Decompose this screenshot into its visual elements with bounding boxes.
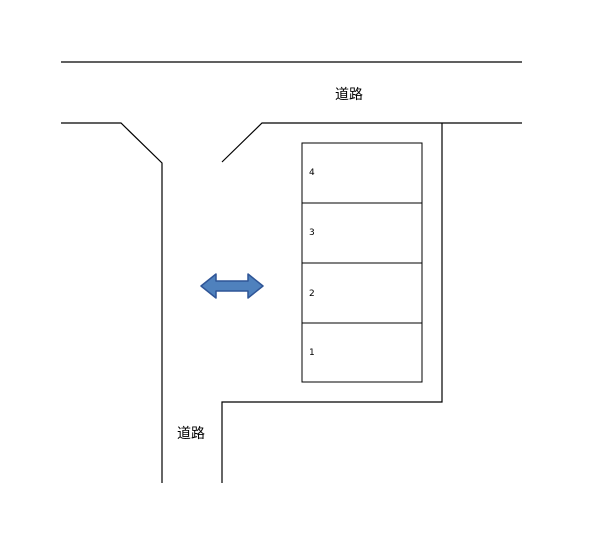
parking-slot-label: 4 [309, 168, 315, 178]
parking-slot-label: 2 [309, 289, 315, 299]
parking-slot-label: 1 [309, 348, 315, 358]
parking-slots: 4 3 2 1 [301, 142, 423, 383]
parking-slot: 4 [301, 142, 423, 204]
top-road-lower-edge-left [61, 122, 163, 483]
top-road-lower-edge-right [221, 122, 522, 163]
side-road-label: 道路 [177, 426, 205, 442]
site-boundary [221, 123, 443, 483]
parking-slot: 3 [301, 202, 423, 264]
parking-slot: 2 [301, 262, 423, 324]
parking-slot-label: 3 [309, 228, 315, 238]
parking-slot: 1 [301, 322, 423, 383]
double-arrow-icon [200, 273, 264, 299]
top-road-label: 道路 [335, 87, 363, 103]
